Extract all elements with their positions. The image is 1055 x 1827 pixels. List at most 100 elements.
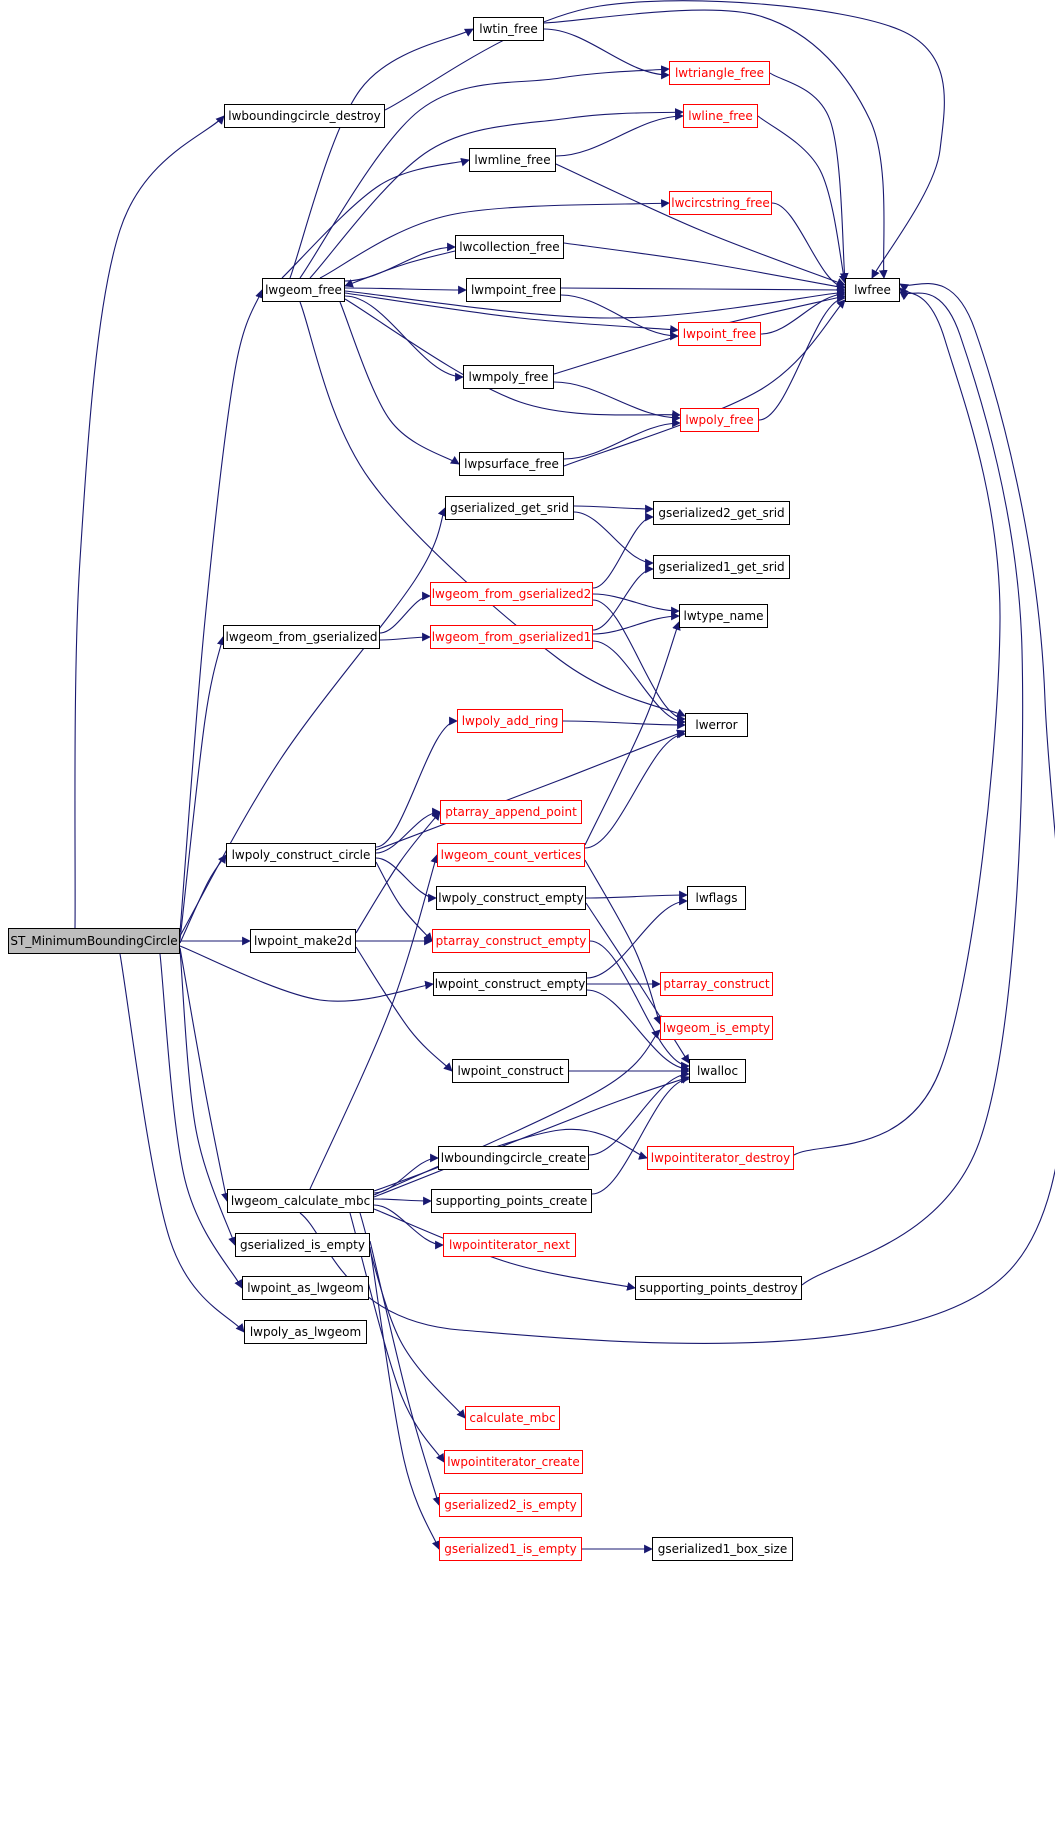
edge-lwpoly_construct_empty--lwalloc <box>585 902 690 1064</box>
node-lwpointiterator-destroy[interactable]: lwpointiterator_destroy <box>647 1146 794 1170</box>
edge-st_minimumboundingcircle--lwgeom_free <box>179 289 264 933</box>
edge-lwgeom_free--lwerror <box>299 301 686 717</box>
edge-lwtin_free--lwfree <box>543 9 888 279</box>
node-lwgeom-from-gserialized1[interactable]: lwgeom_from_gserialized1 <box>430 625 593 649</box>
edge-lwgeom_free--lwcircstring_free <box>319 199 670 279</box>
node-lwboundingcircle-destroy[interactable]: lwboundingcircle_destroy <box>224 104 385 128</box>
node-lwpoly-construct-empty[interactable]: lwpoly_construct_empty <box>436 886 586 910</box>
edge-st_minimumboundingcircle--lwgeom_calculate_mbc <box>179 947 230 1202</box>
node-lwcollection-free[interactable]: lwcollection_free <box>455 235 564 259</box>
edge-lwgeom_from_gserialized2--gserialized2_get_srid <box>592 512 654 589</box>
edge-gserialized_is_empty--gserialized2_is_empty <box>369 1240 441 1506</box>
edge-lwgeom_from_gserialized2--lwtype_name <box>592 593 680 616</box>
edge-lwgeom_free--lwtin_free <box>289 28 474 279</box>
node-lwpoint-free[interactable]: lwpoint_free <box>678 322 761 346</box>
edge-lwgeom_count_vertices--lwgeom_is_empty <box>584 859 662 1025</box>
edge-ptarray_construct_empty--lwalloc <box>589 940 690 1071</box>
node-lwpoint-make2d[interactable]: lwpoint_make2d <box>250 929 356 953</box>
node-calculate-mbc[interactable]: calculate_mbc <box>465 1406 560 1430</box>
edge-lwpoly_free--lwfree <box>758 293 846 421</box>
node-lwgeom-is-empty[interactable]: lwgeom_is_empty <box>660 1016 773 1040</box>
node-lwgeom-count-vertices[interactable]: lwgeom_count_vertices <box>437 843 585 867</box>
edge-lwmpoint_free--lwpoint_free <box>560 294 679 341</box>
edge-lwgeom_calculate_mbc--supporting_points_destroy <box>373 1208 636 1291</box>
edge-lwboundingcircle_create--lwalloc <box>588 1069 690 1156</box>
node-lwerror[interactable]: lwerror <box>685 713 748 737</box>
edge-st_minimumboundingcircle--lwpoint_as_lwgeom <box>159 953 243 1289</box>
edge-lwgeom_free--lwmline_free <box>281 157 470 279</box>
node-lwpoly-free[interactable]: lwpoly_free <box>680 408 759 432</box>
edge-lwline_free--lwfree <box>757 115 848 284</box>
node-gserialized2-get-srid[interactable]: gserialized2_get_srid <box>653 501 790 525</box>
node-lwgeom-from-gserialized[interactable]: lwgeom_from_gserialized <box>223 625 380 649</box>
node-gserialized-get-srid[interactable]: gserialized_get_srid <box>445 496 574 520</box>
edge-lwpsurface_free--lwpoly_free <box>563 418 681 460</box>
edge-lwgeom_calculate_mbc--lwalloc <box>373 1075 690 1198</box>
edge-lwgeom_from_gserialized1--gserialized1_get_srid <box>592 564 654 631</box>
edge-lwgeom_free--lwpoly_free <box>344 298 681 419</box>
edge-lwpointiterator_destroy--lwfree <box>793 287 1001 1156</box>
node-gserialized-is-empty[interactable]: gserialized_is_empty <box>235 1233 370 1257</box>
node-lwboundingcircle-create[interactable]: lwboundingcircle_create <box>438 1146 589 1170</box>
node-supporting-points-destroy[interactable]: supporting_points_destroy <box>635 1276 802 1300</box>
edge-lwgeom_free--lwpsurface_free <box>339 301 460 465</box>
edge-lwgeom_free--lwcollection_free <box>344 242 456 282</box>
node-lwgeom-calculate-mbc[interactable]: lwgeom_calculate_mbc <box>227 1189 374 1213</box>
edge-lwgeom_free--lwmpoly_free <box>344 295 464 382</box>
node-lwpointiterator-next[interactable]: lwpointiterator_next <box>443 1233 576 1257</box>
node-lwpsurface-free[interactable]: lwpsurface_free <box>459 452 564 476</box>
edge-st_minimumboundingcircle--lwpoly_as_lwgeom <box>119 953 245 1333</box>
node-lwpoly-construct-circle[interactable]: lwpoly_construct_circle <box>226 843 376 867</box>
edge-gserialized_get_srid--gserialized1_get_srid <box>573 511 654 568</box>
node-lwtriangle-free[interactable]: lwtriangle_free <box>669 61 770 85</box>
node-lwpoint-construct[interactable]: lwpoint_construct <box>452 1059 569 1083</box>
edge-lwcollection_free--lwfree <box>563 242 846 291</box>
edge-lwgeom_calculate_mbc--lwpointiterator_destroy <box>373 1128 648 1192</box>
edge-lwpoint_construct_empty--lwalloc <box>586 989 690 1074</box>
node-lwmpoly-free[interactable]: lwmpoly_free <box>463 365 554 389</box>
edge-lwgeom_from_gserialized--lwgeom_from_gserialized2 <box>379 591 431 634</box>
edge-st_minimumboundingcircle--lwgeom_from_gserialized <box>179 636 226 941</box>
node-lwfree[interactable]: lwfree <box>845 278 900 302</box>
node-lwtype-name[interactable]: lwtype_name <box>679 604 768 628</box>
edge-lwmpoint_free--lwfree <box>560 285 846 295</box>
node-gserialized1-is-empty[interactable]: gserialized1_is_empty <box>439 1537 582 1561</box>
node-gserialized1-box-size[interactable]: gserialized1_box_size <box>652 1537 793 1561</box>
node-ptarray-append-point[interactable]: ptarray_append_point <box>440 800 582 824</box>
node-supporting-points-create[interactable]: supporting_points_create <box>431 1189 592 1213</box>
node-lwmpoint-free[interactable]: lwmpoint_free <box>466 278 561 302</box>
edge-gserialized_get_srid--gserialized2_get_srid <box>573 504 654 514</box>
node-ptarray-construct-empty[interactable]: ptarray_construct_empty <box>432 929 590 953</box>
node-lwgeom-from-gserialized2[interactable]: lwgeom_from_gserialized2 <box>430 582 593 606</box>
edge-lwpoly_add_ring--lwerror <box>562 720 686 730</box>
node-gserialized2-is-empty[interactable]: gserialized2_is_empty <box>439 1493 582 1517</box>
edge-gserialized_is_empty--gserialized1_is_empty <box>369 1246 441 1550</box>
edge-lwgeom_from_gserialized2--lwerror <box>592 599 686 724</box>
edge-lwpoly_construct_circle--lwpoly_construct_empty <box>375 857 437 903</box>
edge-lwgeom_calculate_mbc--lwfree <box>299 282 1055 1345</box>
node-gserialized1-get-srid[interactable]: gserialized1_get_srid <box>653 555 790 579</box>
edge-lwpoly_construct_circle--lwpoly_add_ring <box>375 716 458 848</box>
edge-lwpoint_make2d--lwpoint_construct <box>355 946 453 1072</box>
node-lwpoly-add-ring[interactable]: lwpoly_add_ring <box>457 709 563 733</box>
edge-lwgeom_count_vertices--lwerror <box>584 729 686 849</box>
node-lwline-free[interactable]: lwline_free <box>683 104 758 128</box>
edge-lwgeom_calculate_mbc--lwgeom_is_empty <box>373 1029 661 1196</box>
node-st-minimumboundingcircle: ST_MinimumBoundingCircle <box>8 928 180 954</box>
node-lwpoly-as-lwgeom[interactable]: lwpoly_as_lwgeom <box>244 1320 367 1344</box>
edge-st_minimumboundingcircle--lwpoly_construct_circle <box>179 854 227 944</box>
node-lwgeom-free[interactable]: lwgeom_free <box>262 278 345 302</box>
edge-st_minimumboundingcircle--lwpoint_construct_empty <box>179 945 434 1002</box>
edge-lwpoint_free--lwfree <box>760 289 846 335</box>
node-lwtin-free[interactable]: lwtin_free <box>473 17 544 41</box>
node-lwpoint-construct-empty[interactable]: lwpoint_construct_empty <box>433 972 587 996</box>
node-lwpointiterator-create[interactable]: lwpointiterator_create <box>444 1450 583 1474</box>
node-lwmline-free[interactable]: lwmline_free <box>469 148 556 172</box>
node-lwalloc[interactable]: lwalloc <box>689 1059 746 1083</box>
node-lwflags[interactable]: lwflags <box>687 886 746 910</box>
node-lwcircstring-free[interactable]: lwcircstring_free <box>669 191 772 215</box>
edge-lwpsurface_free--lwfree <box>563 299 846 467</box>
node-lwpoint-as-lwgeom[interactable]: lwpoint_as_lwgeom <box>242 1276 369 1300</box>
edge-lwgeom_free--lwpoint_free <box>344 292 679 334</box>
node-ptarray-construct[interactable]: ptarray_construct <box>660 972 773 996</box>
